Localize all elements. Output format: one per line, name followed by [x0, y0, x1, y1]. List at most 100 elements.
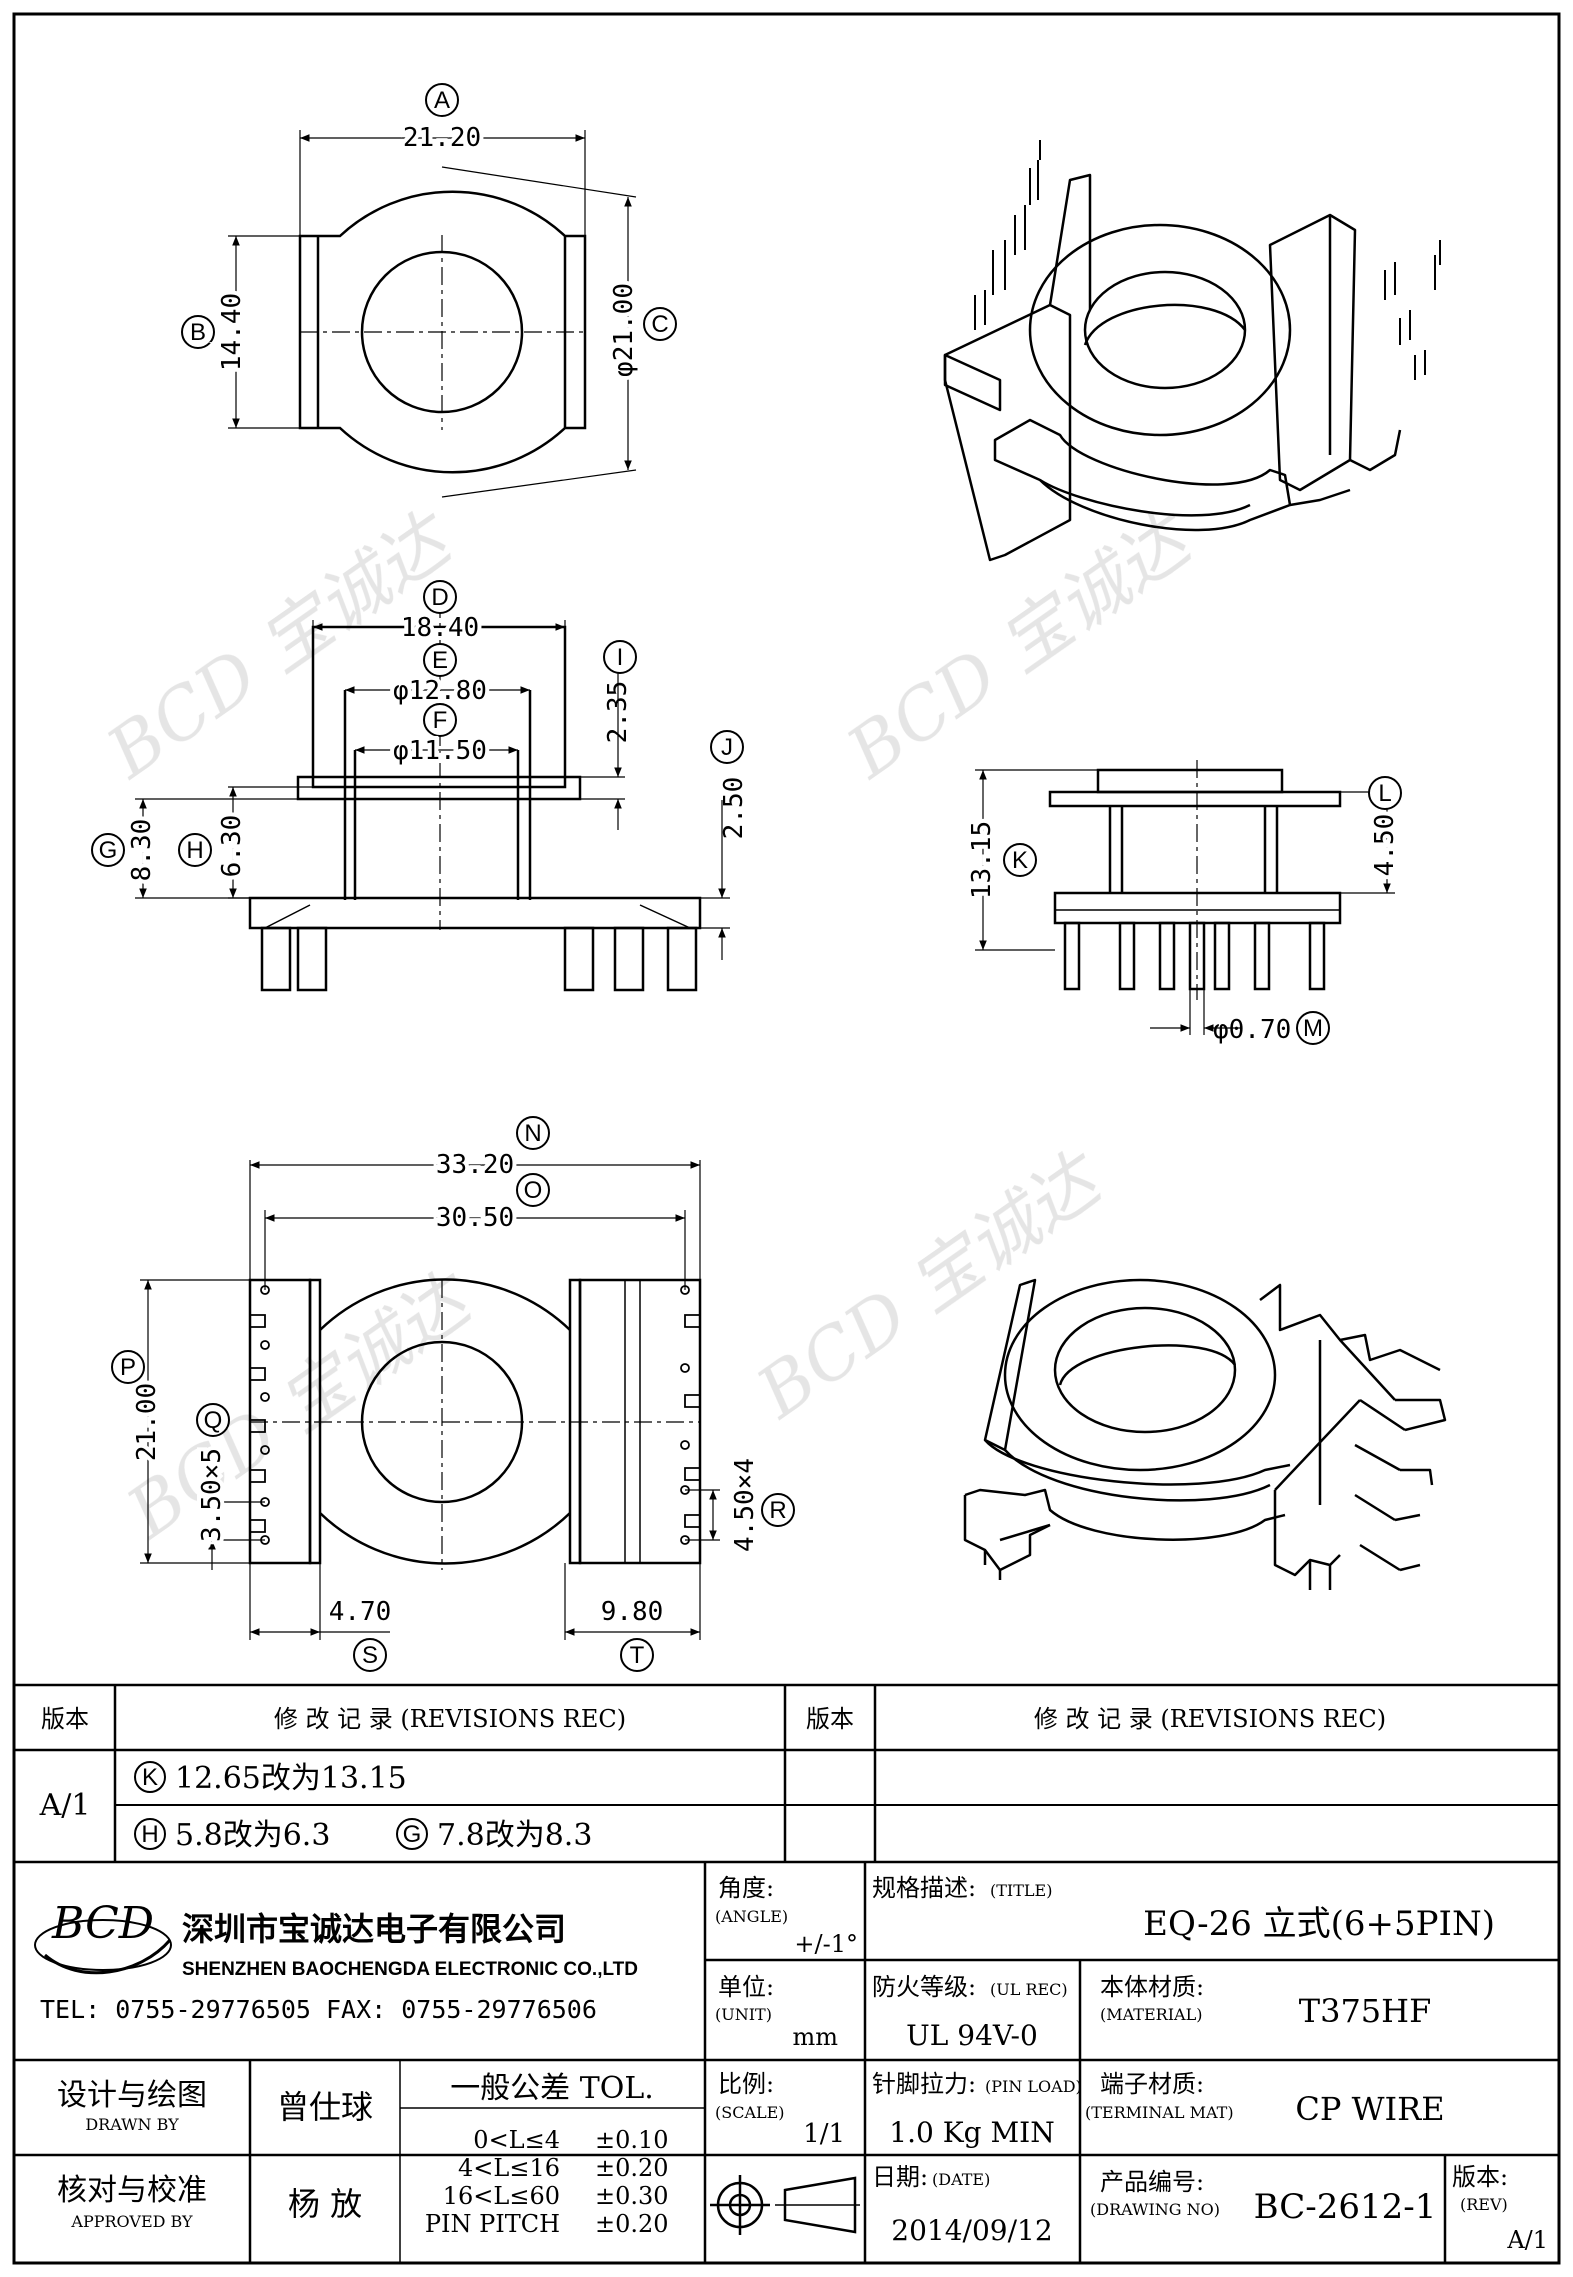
dim-e: φ12.80	[393, 676, 487, 706]
scale-label: 比例:	[718, 2070, 774, 2098]
tol-range-4: PIN PITCH	[425, 2210, 560, 2238]
ul-label: 防火等级:	[872, 1973, 976, 2001]
marker-j: J	[721, 734, 733, 761]
rev-row2-text1: 5.8改为6.3	[175, 1818, 330, 1853]
rev-version: A/1	[39, 1788, 91, 1823]
top-view-labels: A 21.20 B 14.40 C φ21.00	[181, 83, 677, 381]
date-value: 2014/09/12	[891, 2214, 1052, 2247]
angle-label-en: (ANGLE)	[715, 1907, 788, 1926]
tol-range-1: 0<L≤4	[473, 2126, 560, 2154]
marker-g: G	[99, 837, 118, 864]
ul-value: UL 94V-0	[906, 2019, 1038, 2052]
drawing-no-label-en: (DRAWING NO)	[1090, 2200, 1220, 2219]
bottom-view-labels: N 33.20 O 30.50 P 21.00 Q 3.50×5 R 4.50×…	[111, 1116, 795, 1672]
marker-q: Q	[204, 1407, 223, 1434]
unit-label-en: (UNIT)	[715, 2005, 772, 2024]
rev-row2-text2: 7.8改为8.3	[437, 1818, 592, 1853]
rev-value: A/1	[1506, 2226, 1548, 2254]
scale-label-en: (SCALE)	[715, 2103, 785, 2122]
iso-view-bottom	[963, 1278, 1447, 1590]
angle-value: +/-1°	[794, 1930, 858, 1958]
watermark-text-4: BCD 宝诚达	[111, 1256, 490, 1555]
logo-text: BCD	[51, 1898, 154, 1949]
dim-p: 21.00	[132, 1383, 162, 1461]
marker-r: R	[769, 1497, 786, 1524]
marker-i: I	[617, 644, 624, 671]
dim-a: 21.20	[403, 123, 481, 153]
title-block-grid	[14, 1862, 1559, 2263]
drawing-no-label: 产品编号:	[1100, 2168, 1204, 2196]
date-label-en: (DATE)	[932, 2170, 990, 2189]
dim-i: 2.35	[603, 681, 633, 744]
side-view-labels: K 13.15 L 4.50 φ0.70 M	[963, 776, 1404, 1045]
dim-f: φ11.50	[393, 736, 487, 766]
bottom-view	[140, 1160, 720, 1640]
dim-t: 9.80	[601, 1597, 664, 1627]
dim-b: 14.40	[217, 293, 247, 371]
drawn-label-en: DRAWN BY	[85, 2115, 179, 2134]
dim-l: 4.50	[1370, 814, 1400, 877]
tol-label: 一般公差 TOL.	[450, 2071, 654, 2106]
company-logo: BCD	[34, 1898, 172, 1975]
drawn-value: 曾仕球	[277, 2088, 373, 2126]
marker-k: K	[1012, 847, 1028, 874]
rev-header-records-left: 修 改 记 录 (REVISIONS REC)	[274, 1705, 626, 1733]
drawing-no-value: BC-2612-1	[1254, 2187, 1437, 2227]
marker-a: A	[434, 87, 450, 114]
approved-label: 核对与校准	[57, 2173, 207, 2208]
title-label: 规格描述:	[872, 1874, 976, 1902]
material-label: 本体材质:	[1100, 1973, 1204, 2001]
title-block-text: 角度: (ANGLE) +/-1° 规格描述: (TITLE) EQ-26 立式…	[57, 1874, 1548, 2254]
tol-value-2: ±0.20	[595, 2154, 669, 2182]
unit-label: 单位:	[718, 1973, 774, 2001]
side-view	[975, 760, 1395, 1035]
iso-view-top	[943, 140, 1441, 562]
terminal-label-en: (TERMINAL MAT)	[1085, 2103, 1234, 2122]
drawn-label: 设计与绘图	[57, 2078, 207, 2113]
company-name-en: SHENZHEN BAOCHENGDA ELECTRONIC CO.,LTD	[182, 1959, 638, 1980]
dim-s: 4.70	[329, 1597, 392, 1627]
terminal-label: 端子材质:	[1100, 2070, 1204, 2098]
dim-k: 13.15	[967, 821, 997, 899]
dim-m: φ0.70	[1213, 1015, 1291, 1045]
tol-range-2: 4<L≤16	[458, 2154, 560, 2182]
pin-load-label: 针脚拉力:	[872, 2070, 976, 2098]
rev-row1-marker: K	[142, 1764, 158, 1791]
dim-d: 18.40	[401, 613, 479, 643]
marker-h: H	[186, 837, 203, 864]
top-view	[228, 130, 637, 498]
angle-label: 角度:	[718, 1874, 774, 1902]
rev-header-records-right: 修 改 记 录 (REVISIONS REC)	[1034, 1705, 1386, 1733]
marker-t: T	[630, 1642, 645, 1669]
company-block: BCD 深圳市宝诚达电子有限公司 SHENZHEN BAOCHENGDA ELE…	[34, 1898, 638, 2024]
terminal-value: CP WIRE	[1295, 2090, 1444, 2128]
marker-b: B	[190, 319, 206, 346]
revision-table	[14, 1683, 1559, 1864]
ul-label-en: (UL REC)	[990, 1980, 1068, 1999]
dim-q: 3.50×5	[197, 1448, 227, 1542]
watermark-text-2: BCD 宝诚达	[831, 496, 1210, 795]
marker-c: C	[651, 311, 668, 338]
company-contact: TEL: 0755-29776505 FAX: 0755-29776506	[40, 1995, 597, 2024]
material-value: T375HF	[1299, 1992, 1432, 2030]
revision-text: 版本 修 改 记 录 (REVISIONS REC) 版本 修 改 记 录 (R…	[39, 1705, 1387, 1853]
dim-c: φ21.00	[609, 283, 639, 377]
front-view	[135, 600, 730, 992]
approved-value: 杨 放	[288, 2185, 362, 2223]
dim-j: 2.50	[719, 777, 749, 840]
rev-header-version-left: 版本	[41, 1705, 89, 1733]
title-label-en: (TITLE)	[990, 1881, 1052, 1900]
rev-header-version-right: 版本	[806, 1705, 854, 1733]
dim-h: 6.30	[217, 815, 247, 878]
watermark-text-3: BCD 宝诚达	[741, 1136, 1120, 1435]
marker-f: F	[433, 707, 448, 734]
marker-n: N	[524, 1120, 541, 1147]
marker-p: P	[120, 1354, 136, 1381]
pin-load-label-en: (PIN LOAD)	[985, 2077, 1082, 2096]
marker-o: O	[524, 1177, 543, 1204]
scale-value: 1/1	[803, 2119, 845, 2149]
rev-label: 版本:	[1452, 2163, 1508, 2191]
marker-m: M	[1303, 1015, 1323, 1042]
marker-l: L	[1378, 780, 1391, 807]
